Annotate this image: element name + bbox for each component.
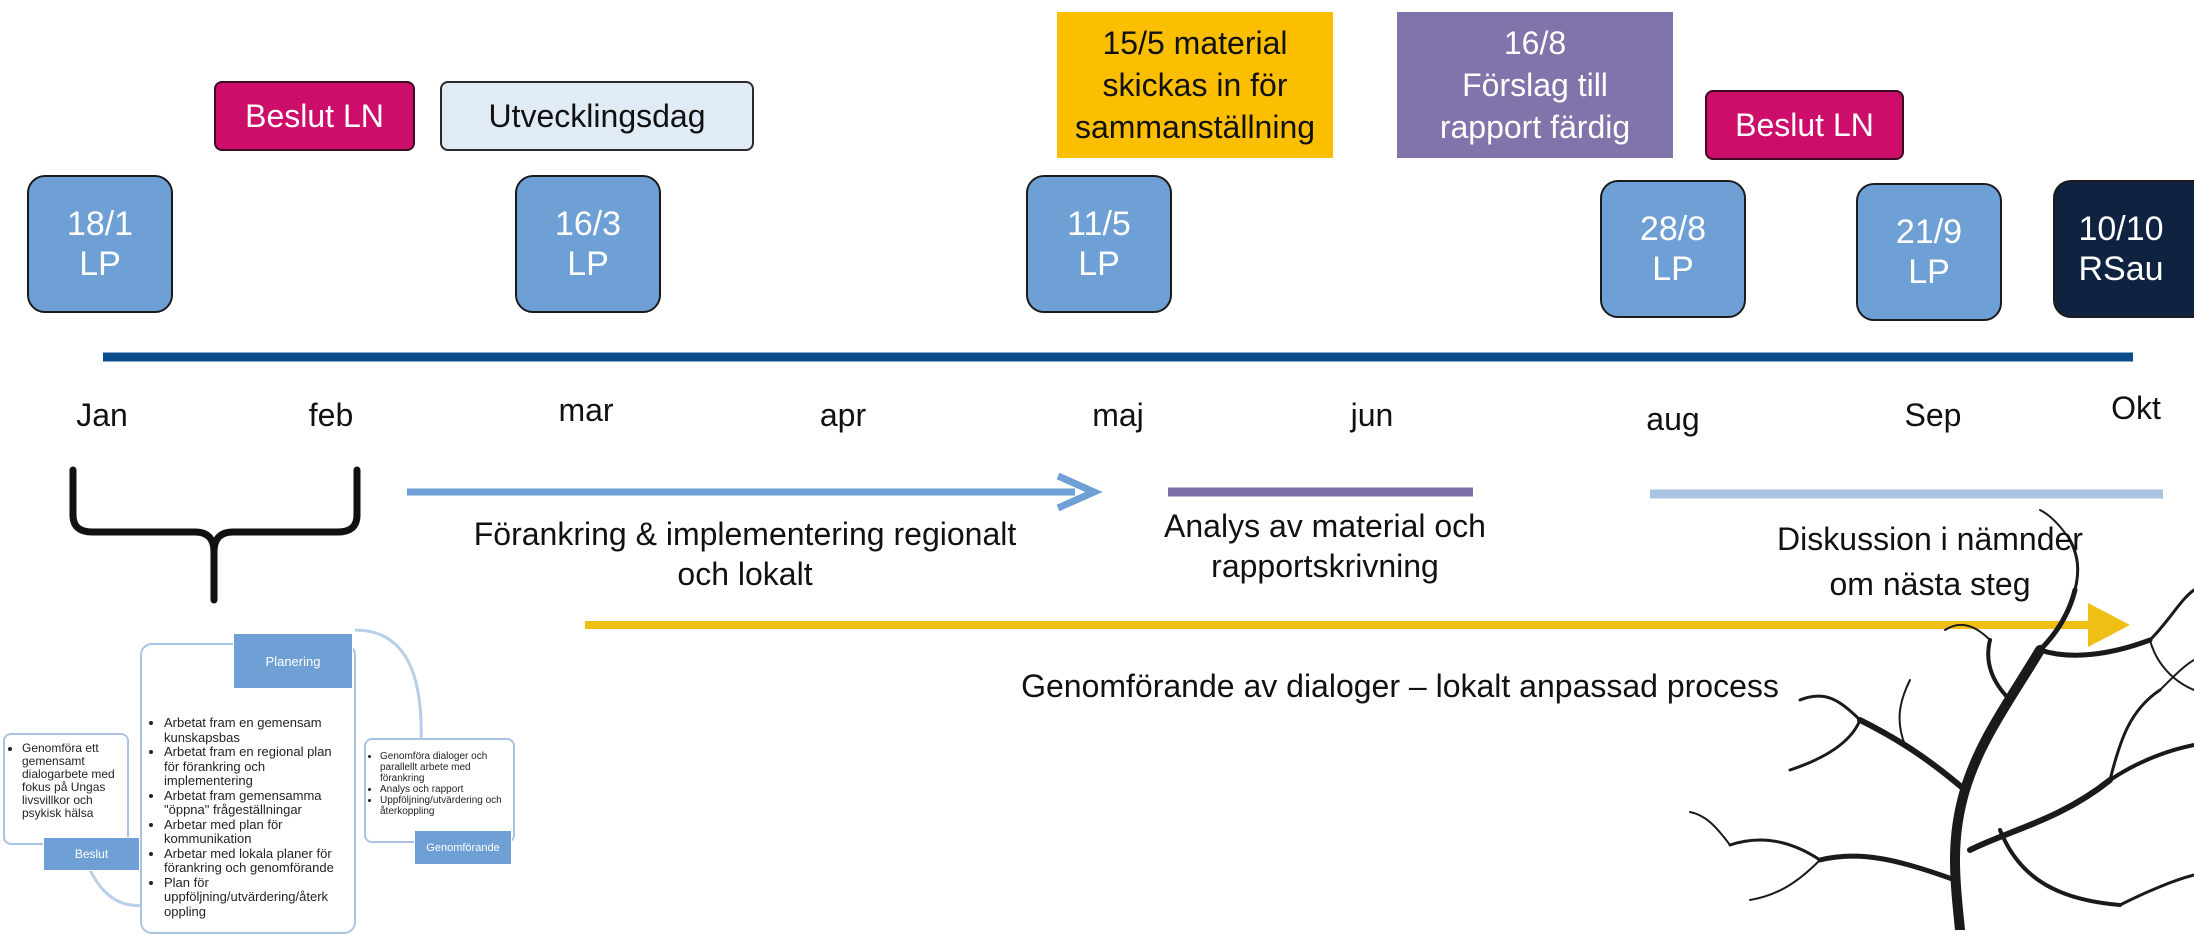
diskussion-line-2: om nästa steg [1829,566,2031,602]
mini-left-item: Genomföra ett gemensamt dialogarbete med… [22,742,122,820]
mini-center-item: Arbetat fram gemensamma "öppna" frågestä… [164,788,346,818]
month-jun: jun [1350,397,1394,433]
lp-date: 16/3 [554,205,622,243]
mini-genomforande-label: Genomförande [426,841,500,854]
forankring-arrow [407,472,1103,512]
mini-right-list: Genomföra dialoger och parallellt arbete… [370,751,508,817]
tree-icon [1689,509,2194,930]
lp-date: 11/5 [1067,205,1131,243]
mini-center-item: Arbetat fram en gemensam kunskapsbas [164,715,346,745]
lp-label: LP [1078,245,1120,283]
lp-date: 28/8 [1639,210,1707,248]
mini-planering-label: Planering [265,653,321,669]
forslag-box: 16/8 Förslag till rapport färdig [1397,12,1673,158]
analys-line-1: Analys av material och [1164,508,1486,544]
lp-box-maj: 11/5 LP [1026,175,1172,313]
mini-right-item: Uppföljning/utvärdering och återkoppling [380,795,508,817]
month-mar: mar [558,392,614,428]
diskussion-line-1: Diskussion i nämnder [1777,521,2083,557]
mini-center-item: Plan för uppföljning/utvärdering/återk o… [164,875,346,920]
diskussion-caption: Diskussion i nämnder om nästa steg [1720,517,2140,607]
lp-box-sep: 21/9 LP [1856,183,2002,321]
beslut-ln-box-1: Beslut LN [214,81,415,151]
month-feb: feb [308,397,354,433]
material-line-1: 15/5 material [1102,25,1288,61]
mini-right-panel [364,738,515,843]
mini-genomforande-header: Genomförande [414,830,512,865]
mini-center-list: Arbetat fram en gemensam kunskapsbas Arb… [150,715,346,920]
analys-caption: Analys av material och rapportskrivning [1120,506,1530,586]
rsau-date: 10/10 [2078,210,2164,248]
mini-beslut-label: Beslut [74,847,109,861]
mini-left-panel [3,733,129,845]
lp-date: 21/9 [1895,213,1963,251]
lp-label: LP [1908,253,1950,291]
forslag-line-3: rapport färdig [1439,109,1631,145]
beslut-ln-label-1: Beslut LN [245,97,384,134]
lp-box-aug: 28/8 LP [1600,180,1746,318]
lp-box-jan: 18/1 LP [27,175,173,313]
mini-center-item: Arbetar med lokala planer för förankring… [164,846,346,876]
lp-label: LP [567,245,609,283]
material-line-2: skickas in för [1102,67,1288,103]
mini-right-item: Genomföra dialoger och parallellt arbete… [380,751,508,784]
beslut-ln-label-2: Beslut LN [1735,106,1874,143]
lp-label: LP [1652,250,1694,288]
mini-center-item: Arbetat fram en regional plan för förank… [164,744,346,789]
mini-right-item: Analys och rapport [380,784,508,795]
forslag-line-1: 16/8 [1503,25,1567,61]
forankring-line-1: Förankring & implementering regionalt [473,516,1017,552]
mini-cycle-arc-left [88,869,146,908]
rsau-label: RSau [2078,250,2164,288]
lp-date: 18/1 [66,205,134,243]
lp-box-mar: 16/3 LP [515,175,661,313]
forankring-caption: Förankring & implementering regionalt oc… [405,514,1085,594]
material-box: 15/5 material skickas in för sammanställ… [1057,12,1333,158]
forankring-line-2: och lokalt [677,556,813,592]
bracket-icon [69,466,361,604]
mini-cycle-arc-right [354,628,423,761]
lp-label: LP [79,245,121,283]
utvecklingsdag-box: Utvecklingsdag [440,81,754,151]
month-sep: Sep [1904,397,1962,433]
analys-line-2: rapportskrivning [1211,548,1439,584]
month-okt: Okt [2111,390,2161,426]
utvecklingsdag-label: Utvecklingsdag [488,97,706,134]
month-maj: maj [1092,397,1144,433]
material-line-3: sammanställning [1074,109,1316,145]
genomforande-caption: Genomförande av dialoger – lokalt anpass… [1021,668,1779,704]
month-jan: Jan [76,397,128,433]
mini-planering-header: Planering [233,633,353,689]
mini-beslut-header: Beslut [43,837,140,871]
forslag-line-2: Förslag till [1462,67,1608,103]
rsau-box-okt: 10/10 RSau [2053,180,2194,318]
beslut-ln-box-2: Beslut LN [1705,90,1904,160]
genomforande-arrow [585,603,2130,647]
month-apr: apr [819,397,867,433]
mini-left-list: Genomföra ett gemensamt dialogarbete med… [8,742,122,820]
month-aug: aug [1646,401,1700,437]
mini-center-item: Arbetar med plan för kommunikation [164,817,346,847]
